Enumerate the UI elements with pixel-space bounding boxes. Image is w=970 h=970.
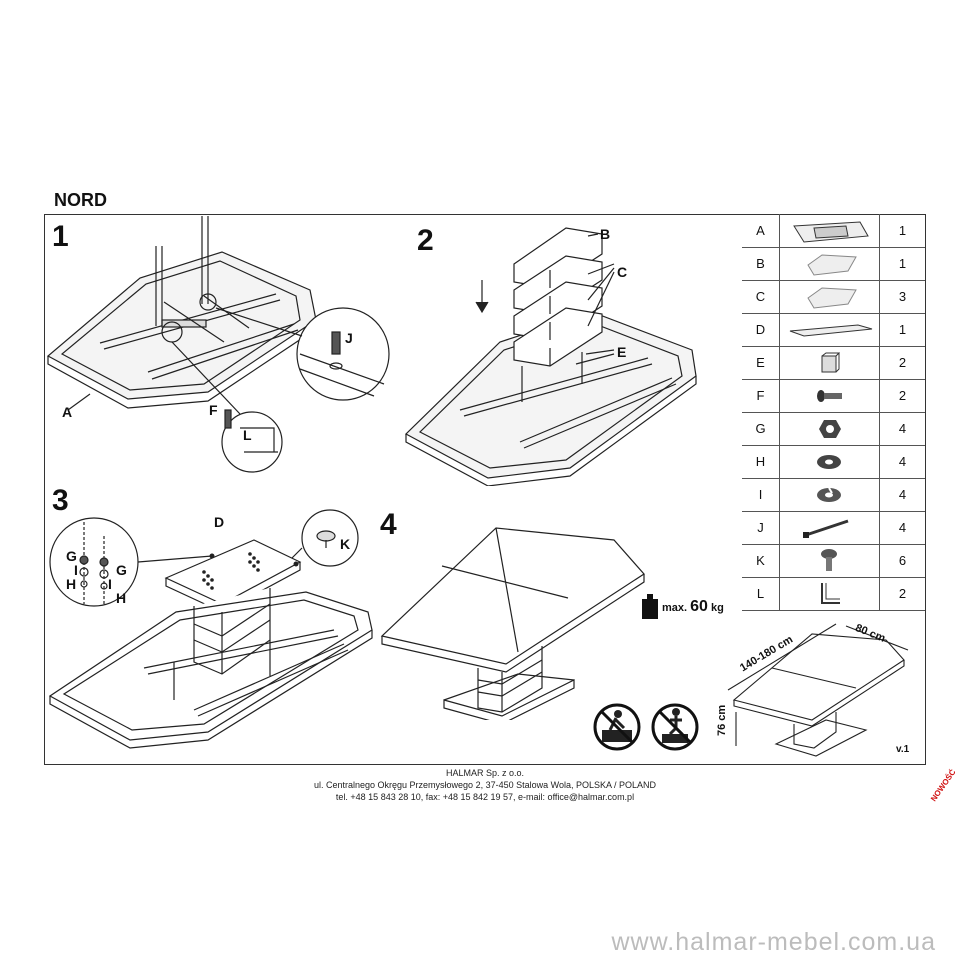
step-3-number: 3 (52, 484, 69, 517)
foot-glide-icon (780, 544, 880, 577)
step-1-illustration (46, 216, 390, 473)
step-3-label-i-left: I (74, 562, 78, 578)
part-row-a: A 1 (742, 214, 925, 248)
block-icon (780, 346, 880, 379)
max-load-label: max. 60 kg (662, 598, 724, 616)
part-code: E (742, 346, 780, 379)
no-standing-icon (651, 703, 699, 751)
base-plate-icon (780, 313, 880, 346)
part-code: B (742, 247, 780, 280)
step-3-illustration (48, 509, 373, 749)
step-2-label-b: B (600, 226, 611, 242)
part-code: H (742, 445, 780, 478)
part-qty: 4 (898, 421, 907, 436)
step-3-label-h-left: H (66, 576, 77, 592)
step-1-number: 1 (52, 220, 69, 253)
step-1-label-f: F (209, 402, 218, 418)
table-frame-icon (780, 214, 880, 247)
max-load-prefix: max. (662, 602, 688, 614)
version-label: v.1 (896, 744, 910, 755)
part-code: J (742, 511, 780, 544)
part-qty: 1 (898, 256, 907, 271)
part-row-e: E 2 (742, 346, 925, 380)
part-qty: 3 (898, 289, 907, 304)
step-3-label-i-right: I (108, 576, 112, 592)
website-watermark: www.halmar-mebel.com.ua (611, 928, 936, 956)
max-load-unit: kg (711, 602, 724, 614)
part-row-j: J 4 (742, 511, 925, 545)
step-2-label-c: C (617, 264, 628, 280)
part-qty: 2 (898, 355, 907, 370)
bracket-icon (780, 577, 880, 610)
part-row-h: H 4 (742, 445, 925, 479)
step-1-label-j: J (345, 330, 353, 346)
step-4-number: 4 (380, 508, 397, 541)
step-2-number: 2 (417, 224, 434, 257)
weight-icon (642, 594, 658, 619)
top-column-segment-icon (780, 247, 880, 280)
part-code: K (742, 544, 780, 577)
part-row-c: C 3 (742, 280, 925, 314)
part-row-l: L 2 (742, 577, 925, 611)
part-qty: 4 (898, 487, 907, 502)
company-name: HALMAR Sp. z o.o. (445, 768, 525, 778)
part-row-b: B 1 (742, 247, 925, 281)
column-segment-icon (780, 280, 880, 313)
step-4-illustration (380, 527, 645, 720)
company-address: ul. Centralnego Okręgu Przemysłowego 2, … (313, 780, 656, 790)
part-qty: 4 (898, 520, 907, 535)
bolt-icon (780, 511, 880, 544)
step-3-label-h-right: H (116, 590, 127, 606)
document-title: NORD (54, 190, 107, 210)
part-qty: 6 (898, 553, 907, 568)
part-qty: 1 (898, 223, 907, 238)
step-3-label-g-right: G (116, 562, 127, 578)
part-code: I (742, 478, 780, 511)
step-2-illustration (404, 227, 697, 486)
no-climbing-icon (593, 703, 641, 751)
step-3-label-g-left: G (66, 548, 77, 564)
step-3-label-d: D (214, 514, 225, 530)
part-row-g: G 4 (742, 412, 925, 446)
part-row-k: K 6 (742, 544, 925, 578)
dimension-height: 76 cm (716, 704, 728, 736)
instruction-frame (44, 214, 926, 765)
washer-icon (780, 445, 880, 478)
screw-icon (780, 379, 880, 412)
part-code: A (742, 214, 780, 247)
part-code: D (742, 313, 780, 346)
part-qty: 4 (898, 454, 907, 469)
part-row-i: I 4 (742, 478, 925, 512)
step-1-label-l: L (243, 427, 252, 443)
company-contact: tel. +48 15 843 28 10, fax: +48 15 842 1… (335, 792, 635, 802)
part-code: F (742, 379, 780, 412)
dimensions-drawing (727, 623, 909, 757)
step-3-label-k: K (340, 536, 351, 552)
max-load-value: 60 (690, 598, 708, 615)
part-code: G (742, 412, 780, 445)
part-row-f: F 2 (742, 379, 925, 413)
step-1-label-a: A (62, 404, 73, 420)
part-code: C (742, 280, 780, 313)
part-qty: 2 (898, 388, 907, 403)
spring-washer-icon (780, 478, 880, 511)
part-code: L (742, 577, 780, 610)
part-qty: 2 (898, 586, 907, 601)
step-2-label-e: E (617, 344, 627, 360)
part-row-d: D 1 (742, 313, 925, 347)
nut-icon (780, 412, 880, 445)
part-qty: 1 (898, 322, 907, 337)
